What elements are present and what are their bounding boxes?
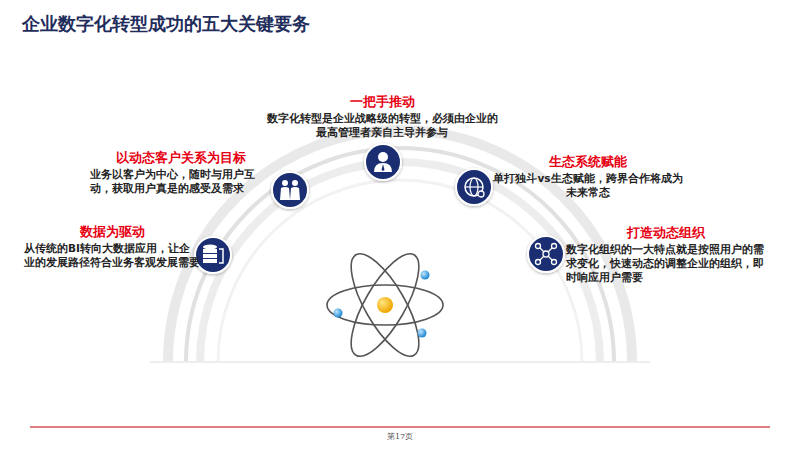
text-item: 打造动态组织数字化组织的一大特点就是按照用户的需求变化，快速动态的调整企业的组织… <box>566 225 766 284</box>
network-icon <box>528 236 564 272</box>
people-icon <box>272 172 308 208</box>
text-item: 以动态客户关系为目标业务以客户为中心，随时与用户互动，获取用户真是的感受及需求 <box>90 150 272 195</box>
page-title: 企业数字化转型成功的五大关键要务 <box>22 12 310 36</box>
page-number: 第17页 <box>0 431 800 442</box>
text-item: 数据为驱动从传统的BI转向大数据应用，让企业的发展路径符合业务客观发展需要 <box>24 224 200 269</box>
item-body: 单打独斗vs生态赋能，跨界合作将成为未来常态 <box>490 171 686 199</box>
footer-rule <box>30 427 770 428</box>
item-body: 从传统的BI转向大数据应用，让企业的发展路径符合业务客观发展需要 <box>24 241 200 269</box>
text-item: 生态系统赋能单打独斗vs生态赋能，跨界合作将成为未来常态 <box>490 154 686 199</box>
text-item: 一把手推动数字化转型是企业战略级的转型，必须由企业的最高管理者亲自主导并参与 <box>262 94 502 139</box>
item-heading: 数据为驱动 <box>24 224 200 240</box>
item-body: 业务以客户为中心，随时与用户互动，获取用户真是的感受及需求 <box>90 167 272 195</box>
item-heading: 以动态客户关系为目标 <box>90 150 272 166</box>
atom-figure <box>327 245 443 365</box>
item-heading: 一把手推动 <box>262 94 502 110</box>
item-heading: 打造动态组织 <box>566 225 766 241</box>
database-icon <box>195 237 231 273</box>
item-body: 数字化组织的一大特点就是按照用户的需求变化，快速动态的调整企业的组织，即时响应用… <box>566 242 766 284</box>
leader-icon <box>365 144 401 180</box>
item-body: 数字化转型是企业战略级的转型，必须由企业的最高管理者亲自主导并参与 <box>262 111 502 139</box>
globe-icon <box>456 169 492 205</box>
item-heading: 生态系统赋能 <box>490 154 686 170</box>
